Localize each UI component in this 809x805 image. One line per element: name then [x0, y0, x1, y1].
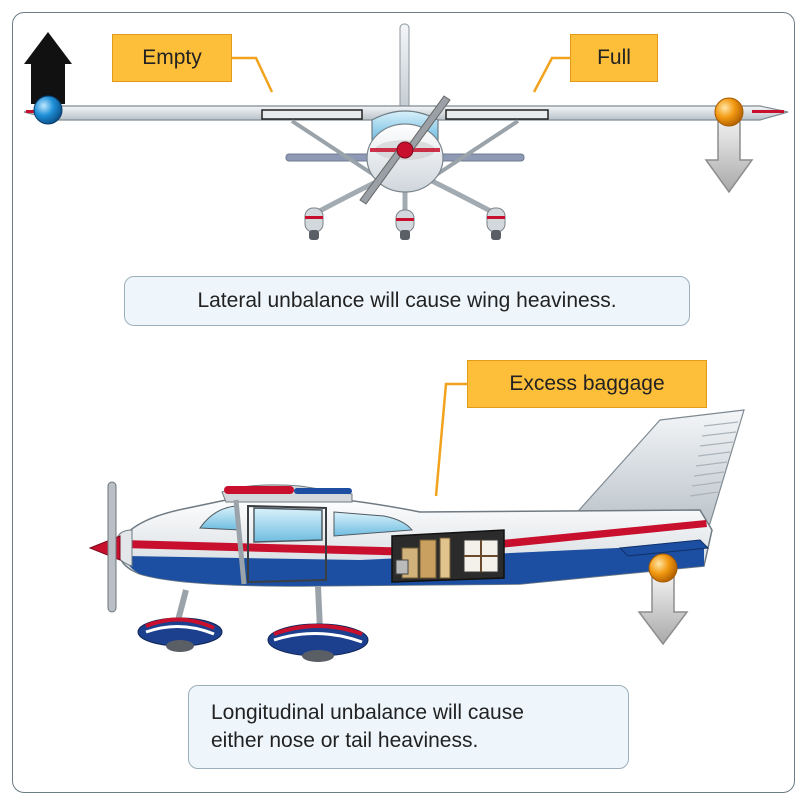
longitudinal-unbalance-caption: Longitudinal unbalance will cause either… — [188, 685, 629, 769]
longitudinal-caption-line-2: either nose or tail heaviness. — [211, 729, 479, 752]
down-arrow-icon — [704, 119, 754, 194]
nose-gear-fairing — [137, 617, 223, 652]
tail-weight-ball — [648, 553, 678, 583]
full-weight-ball — [714, 97, 744, 127]
nose-wheel — [395, 209, 415, 240]
right-fuel-tank — [445, 109, 549, 120]
empty-callout: Empty — [112, 34, 232, 82]
left-fuel-tank — [261, 109, 363, 120]
up-arrow-icon — [24, 32, 72, 104]
tail-down-arrow-icon — [637, 575, 689, 646]
empty-weight-ball — [33, 95, 63, 125]
propeller-icon — [359, 95, 451, 205]
front-view-airplane — [23, 23, 789, 240]
full-callout: Full — [570, 34, 658, 82]
side-view-airplane — [88, 382, 745, 662]
right-wheel — [486, 207, 506, 240]
lateral-caption-text: Lateral unbalance will cause wing heavin… — [197, 289, 617, 312]
left-wheel — [304, 207, 324, 240]
excess-baggage-callout: Excess baggage — [467, 360, 707, 408]
lateral-unbalance-caption: Lateral unbalance will cause wing heavin… — [124, 276, 690, 326]
baggage-compartment — [391, 529, 505, 583]
main-gear-fairing — [267, 623, 369, 662]
longitudinal-caption-line-1: Longitudinal unbalance will cause — [211, 701, 524, 724]
